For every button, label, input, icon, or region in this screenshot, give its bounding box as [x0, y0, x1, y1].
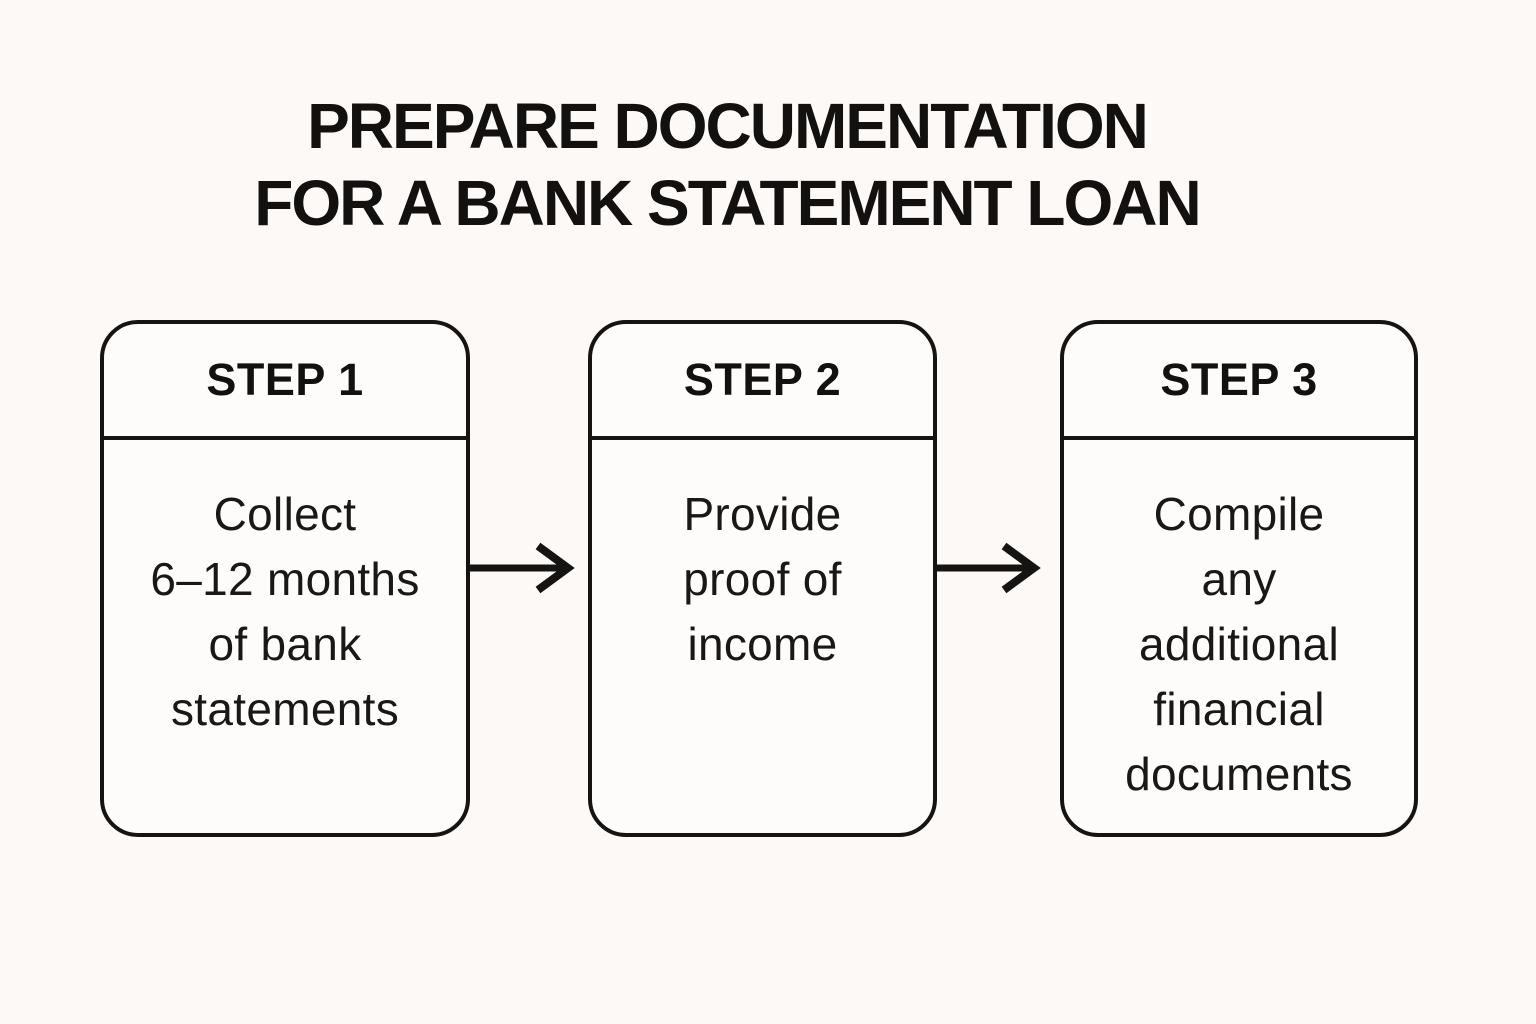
step-2-header-label: STEP 2 — [683, 354, 842, 405]
arrow-right-icon — [467, 540, 575, 596]
page-title: PREPARE DOCUMENTATION FOR A BANK STATEME… — [0, 88, 1454, 242]
step-1-box: STEP 1 Collect 6–12 months of bank state… — [100, 320, 470, 837]
arrow-right-icon — [933, 540, 1041, 596]
step-3-body-text: Compile any additional financial documen… — [1125, 488, 1353, 800]
page-title-line-2: FOR A BANK STATEMENT LOAN — [254, 167, 1201, 239]
step-1-header-label: STEP 1 — [206, 354, 364, 405]
step-1-body-text: Collect 6–12 months of bank statements — [150, 488, 420, 735]
step-2-header: STEP 2 — [592, 324, 933, 440]
step-3-header: STEP 3 — [1064, 324, 1414, 440]
page-title-line-1: PREPARE DOCUMENTATION — [307, 90, 1149, 162]
step-3-box: STEP 3 Compile any additional financial … — [1060, 320, 1418, 837]
step-1-header: STEP 1 — [104, 324, 466, 440]
step-2-box: STEP 2 Provide proof of income — [588, 320, 937, 837]
step-3-header-label: STEP 3 — [1160, 354, 1318, 405]
step-2-body-text: Provide proof of income — [683, 488, 842, 670]
